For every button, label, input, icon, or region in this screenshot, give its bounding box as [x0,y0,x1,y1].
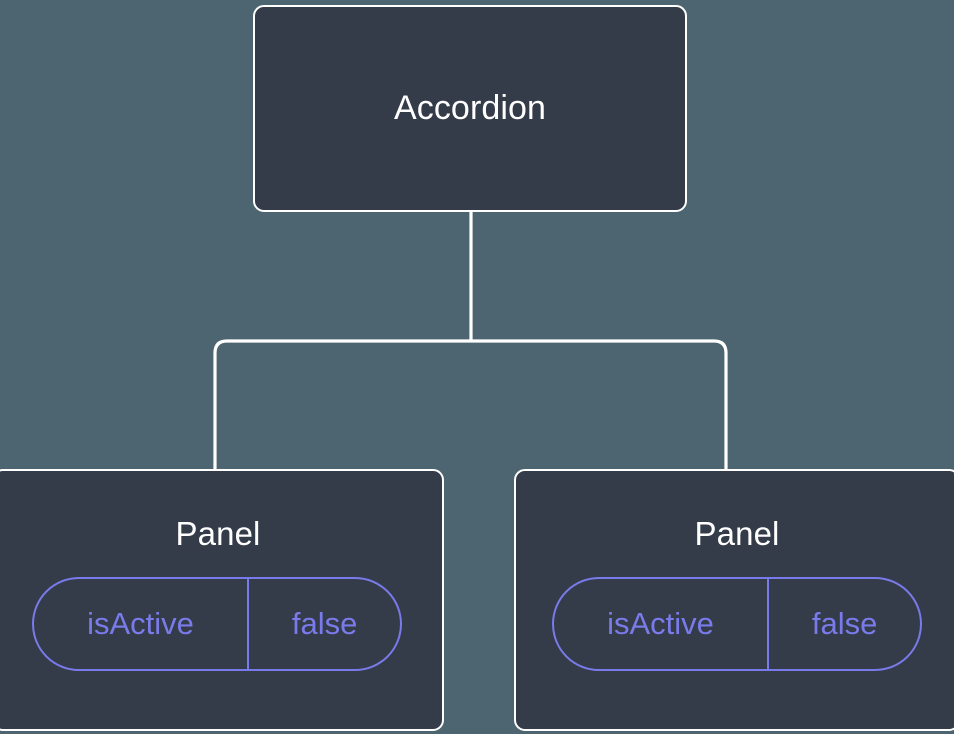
prop-value-isactive-2: false [811,606,878,642]
node-panel-1[interactable]: Panel isActive false [0,469,444,731]
prop-value-isactive-1: false [291,606,358,642]
node-panel-2[interactable]: Panel isActive false [514,469,954,731]
node-panel-1-label: Panel [175,515,261,552]
node-panel-2-label: Panel [694,515,780,552]
prop-divider-2 [767,579,770,670]
prop-key-isactive-2: isActive [607,606,714,642]
prop-key-isactive-1: isActive [87,606,194,642]
prop-pill-isactive-1[interactable]: isActive false [32,577,402,672]
edge-branch-to-panel-left [213,339,471,470]
prop-divider-1 [247,579,250,670]
prop-pill-isactive-2[interactable]: isActive false [552,577,922,672]
edge-branch-to-panel-right [471,339,728,470]
node-accordion[interactable]: Accordion [253,5,687,212]
node-accordion-label: Accordion [393,88,547,127]
